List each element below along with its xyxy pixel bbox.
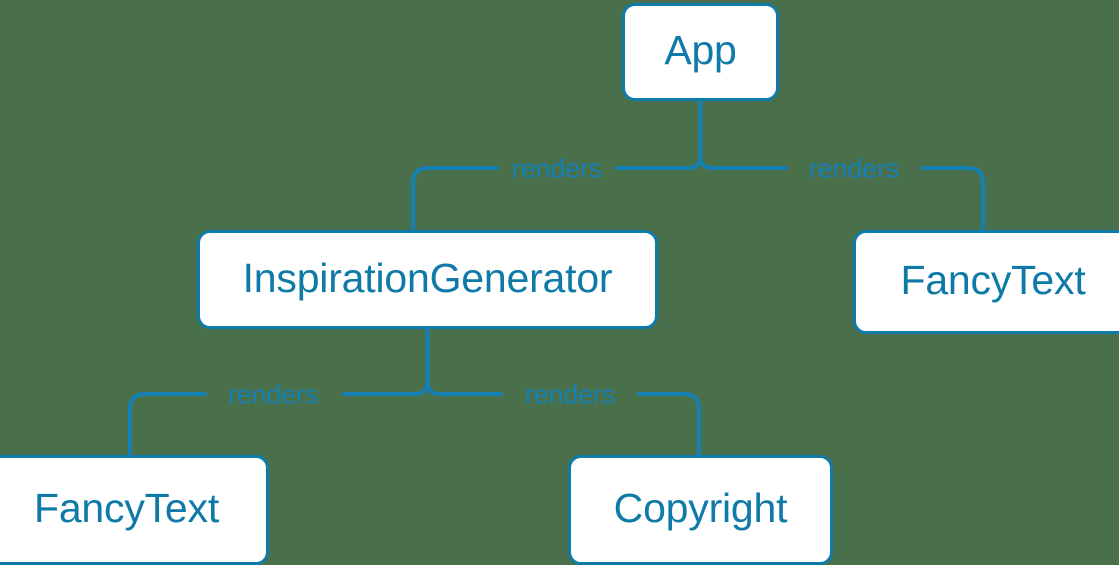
node-app-label: App (664, 27, 737, 73)
node-fancytext-left[interactable]: FancyText (0, 455, 269, 565)
edge-app-stem-right (698, 99, 715, 170)
node-copyright[interactable]: Copyright (568, 455, 833, 565)
node-inspirationgenerator[interactable]: InspirationGenerator (197, 230, 658, 329)
node-fancytext-left-label: FancyText (33, 485, 220, 531)
edge-app-to-inspirationgenerator-right (411, 166, 499, 231)
edge-inspirationgenerator-to-copyright-right-seg (637, 392, 701, 456)
edge-app-to-fancytext-right (921, 166, 985, 231)
node-fancytext-right-label: FancyText (900, 257, 1086, 303)
node-app[interactable]: App (622, 3, 779, 101)
node-inspirationgenerator-label: InspirationGenerator (242, 254, 613, 301)
edge-label-app-to-inspirationgenerator: renders (511, 153, 603, 184)
edge-inspirationgenerator-to-fancytext-left-seg (128, 392, 207, 456)
edge-label-inspirationgenerator-to-fancytext: renders (227, 379, 319, 410)
node-copyright-label: Copyright (613, 485, 788, 531)
node-fancytext-right[interactable]: FancyText (853, 230, 1119, 334)
edge-label-app-to-fancytext: renders (808, 153, 900, 184)
edge-label-inspirationgenerator-to-copyright: renders (524, 379, 616, 410)
edge-inspirationgenerator-stem-right (425, 328, 442, 396)
